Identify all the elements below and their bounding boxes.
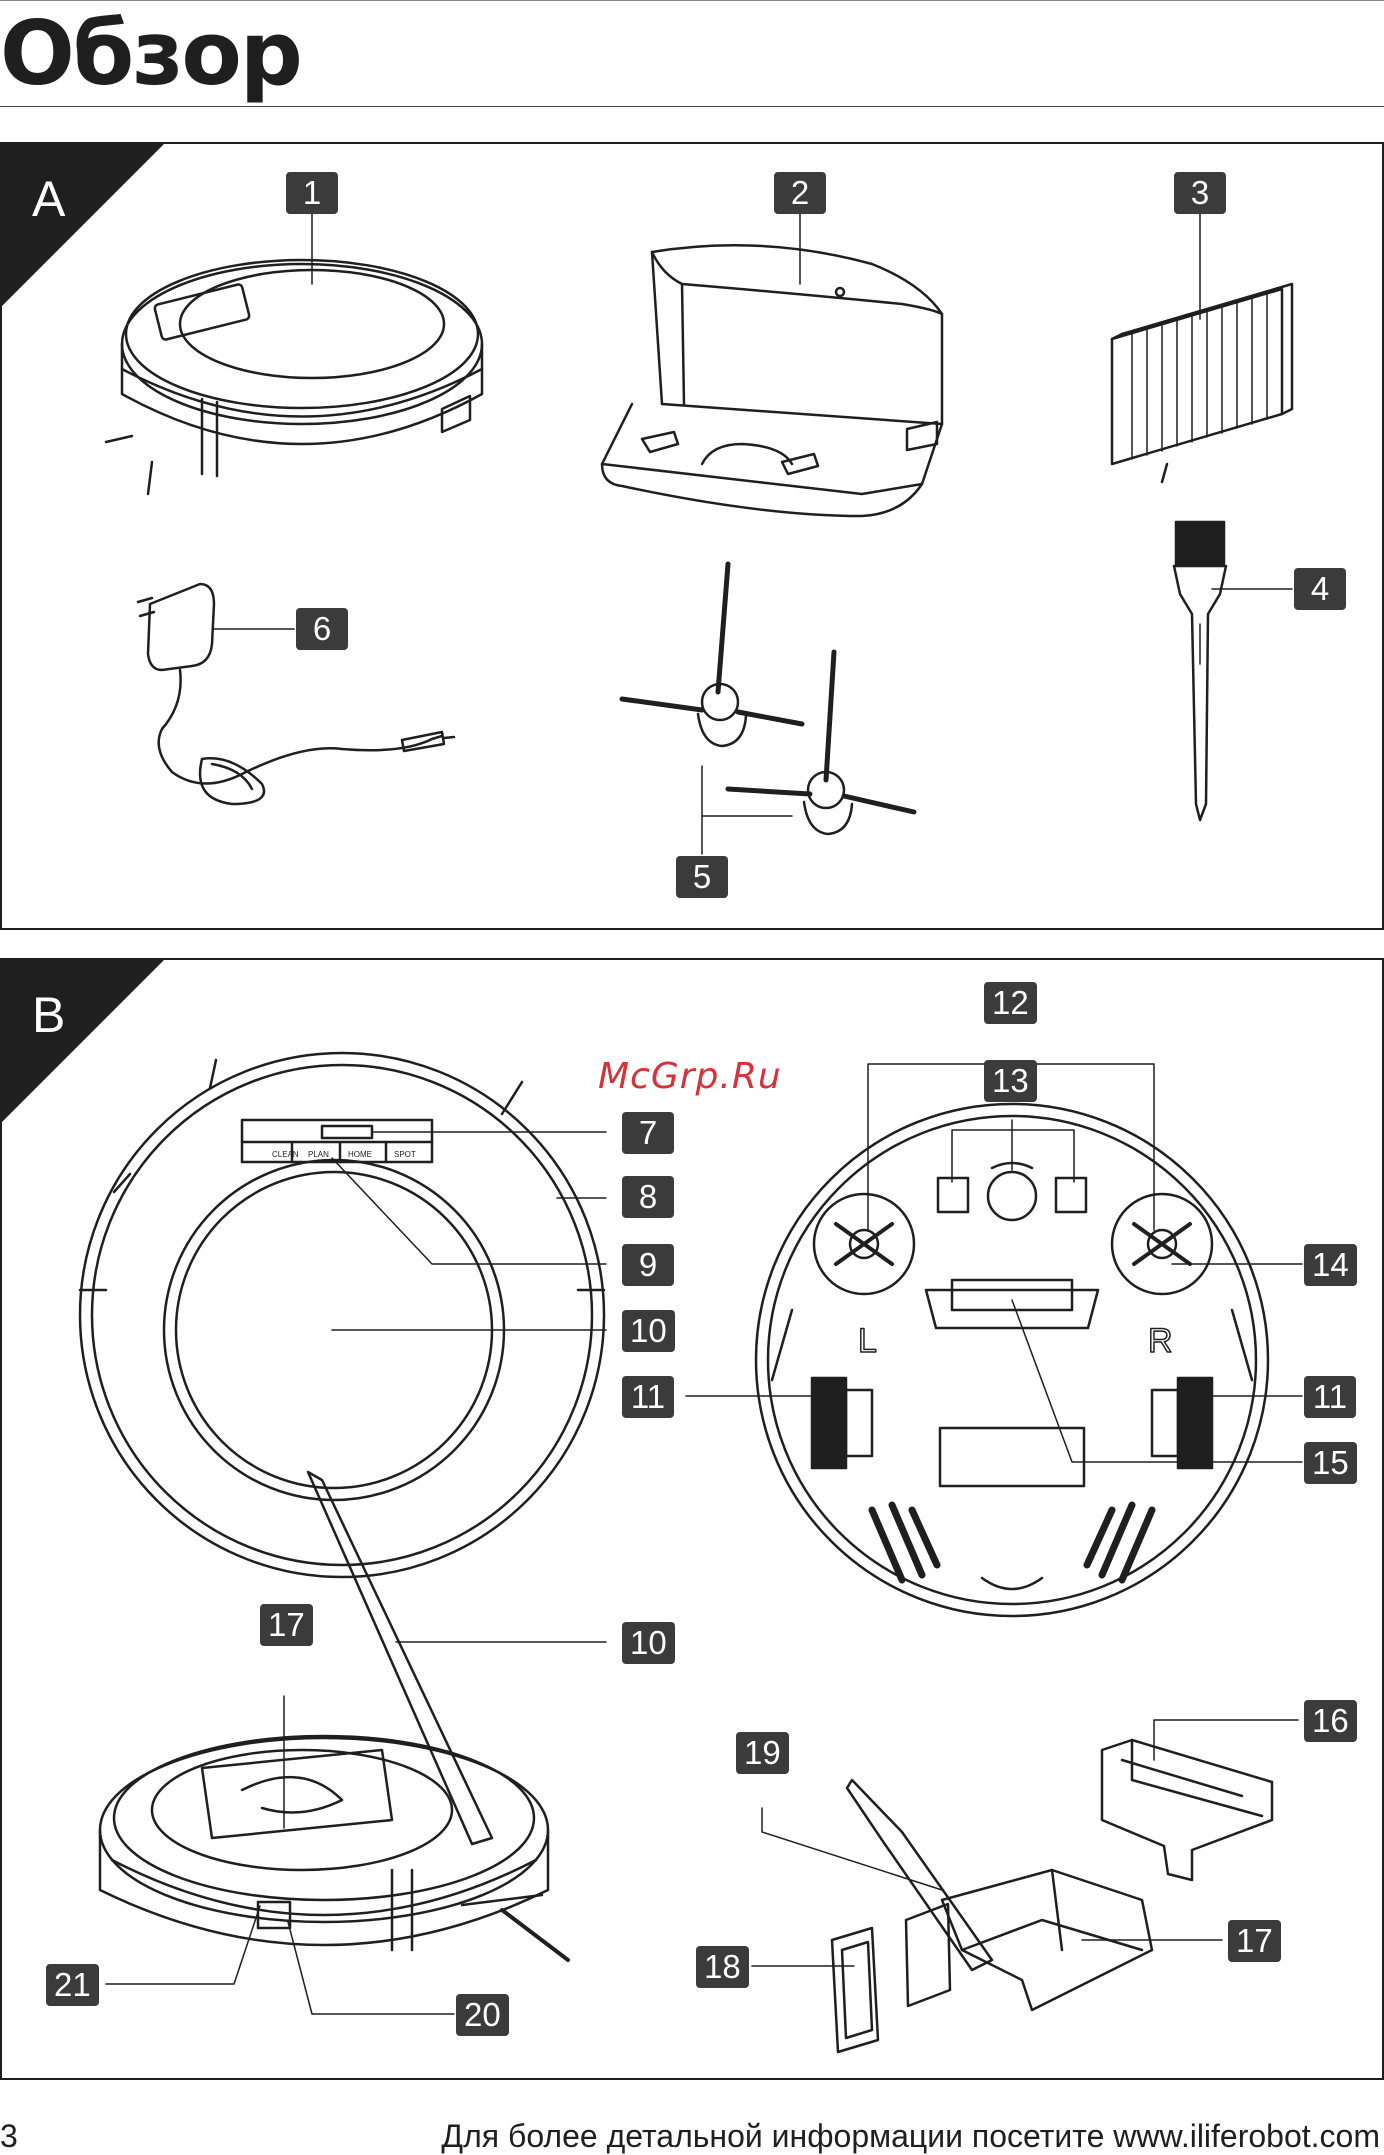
part-label: 14	[1304, 1244, 1357, 1286]
part-label: 7	[622, 1112, 674, 1154]
part-label: 9	[622, 1244, 674, 1286]
part-label: 15	[1304, 1442, 1357, 1484]
section-b-panel: CLEAN PLAN HOME SPOT	[0, 958, 1384, 2080]
part-label: 10	[622, 1310, 675, 1352]
part-label: 12	[984, 982, 1037, 1024]
dustbin-components-illustration	[832, 1740, 1272, 2052]
spot-button-label: SPOT	[394, 1150, 416, 1159]
watermark-text: McGrp.Ru	[598, 1056, 782, 1097]
section-a-letter: A	[32, 170, 65, 228]
filter-illustration	[1112, 284, 1292, 482]
section-a-panel: A 1 2 3 4 5 6	[0, 142, 1384, 930]
clean-button-label: CLEAN	[272, 1150, 299, 1159]
section-b-corner	[2, 960, 164, 1122]
part-label: 18	[696, 1946, 749, 1988]
robot-bottom-view-illustration	[756, 1104, 1268, 1616]
top-border-line	[0, 0, 1384, 1]
robot-lid-open-illustration	[100, 1472, 568, 1960]
page-number: 3	[0, 2118, 18, 2155]
part-label: 5	[676, 856, 728, 898]
right-wheel-mark: R	[1148, 1322, 1173, 1360]
part-label: 8	[622, 1176, 674, 1218]
part-label: 1	[286, 172, 338, 214]
left-wheel-mark: L	[858, 1322, 877, 1360]
part-label: 13	[984, 1060, 1037, 1102]
cleaning-brush-illustration	[1174, 522, 1226, 820]
plan-button-label: PLAN	[308, 1150, 329, 1159]
part-label: 20	[456, 1994, 509, 2036]
page-title: Обзор	[0, 6, 301, 103]
part-label: 6	[296, 608, 348, 650]
part-label: 2	[774, 172, 826, 214]
part-label: 10	[622, 1622, 675, 1664]
part-label: 16	[1304, 1700, 1357, 1742]
part-label: 17	[1228, 1920, 1281, 1962]
title-underline	[0, 106, 1384, 107]
charging-dock-illustration	[602, 245, 942, 516]
side-brushes-illustration	[622, 564, 914, 834]
section-a-corner	[2, 144, 164, 306]
part-label: 21	[46, 1964, 99, 2006]
home-button-label: HOME	[348, 1150, 372, 1159]
part-label: 11	[622, 1376, 674, 1418]
part-label: 17	[260, 1604, 313, 1646]
part-label: 4	[1294, 568, 1346, 610]
section-a-illustrations	[2, 144, 1382, 928]
part-label: 19	[736, 1732, 789, 1774]
section-b-letter: B	[32, 986, 65, 1044]
part-label: 11	[1304, 1376, 1356, 1418]
part-label: 3	[1174, 172, 1226, 214]
section-b-illustrations: CLEAN PLAN HOME SPOT	[2, 960, 1382, 2078]
footer-website-note: Для более детальной информации посетите …	[441, 2118, 1380, 2155]
